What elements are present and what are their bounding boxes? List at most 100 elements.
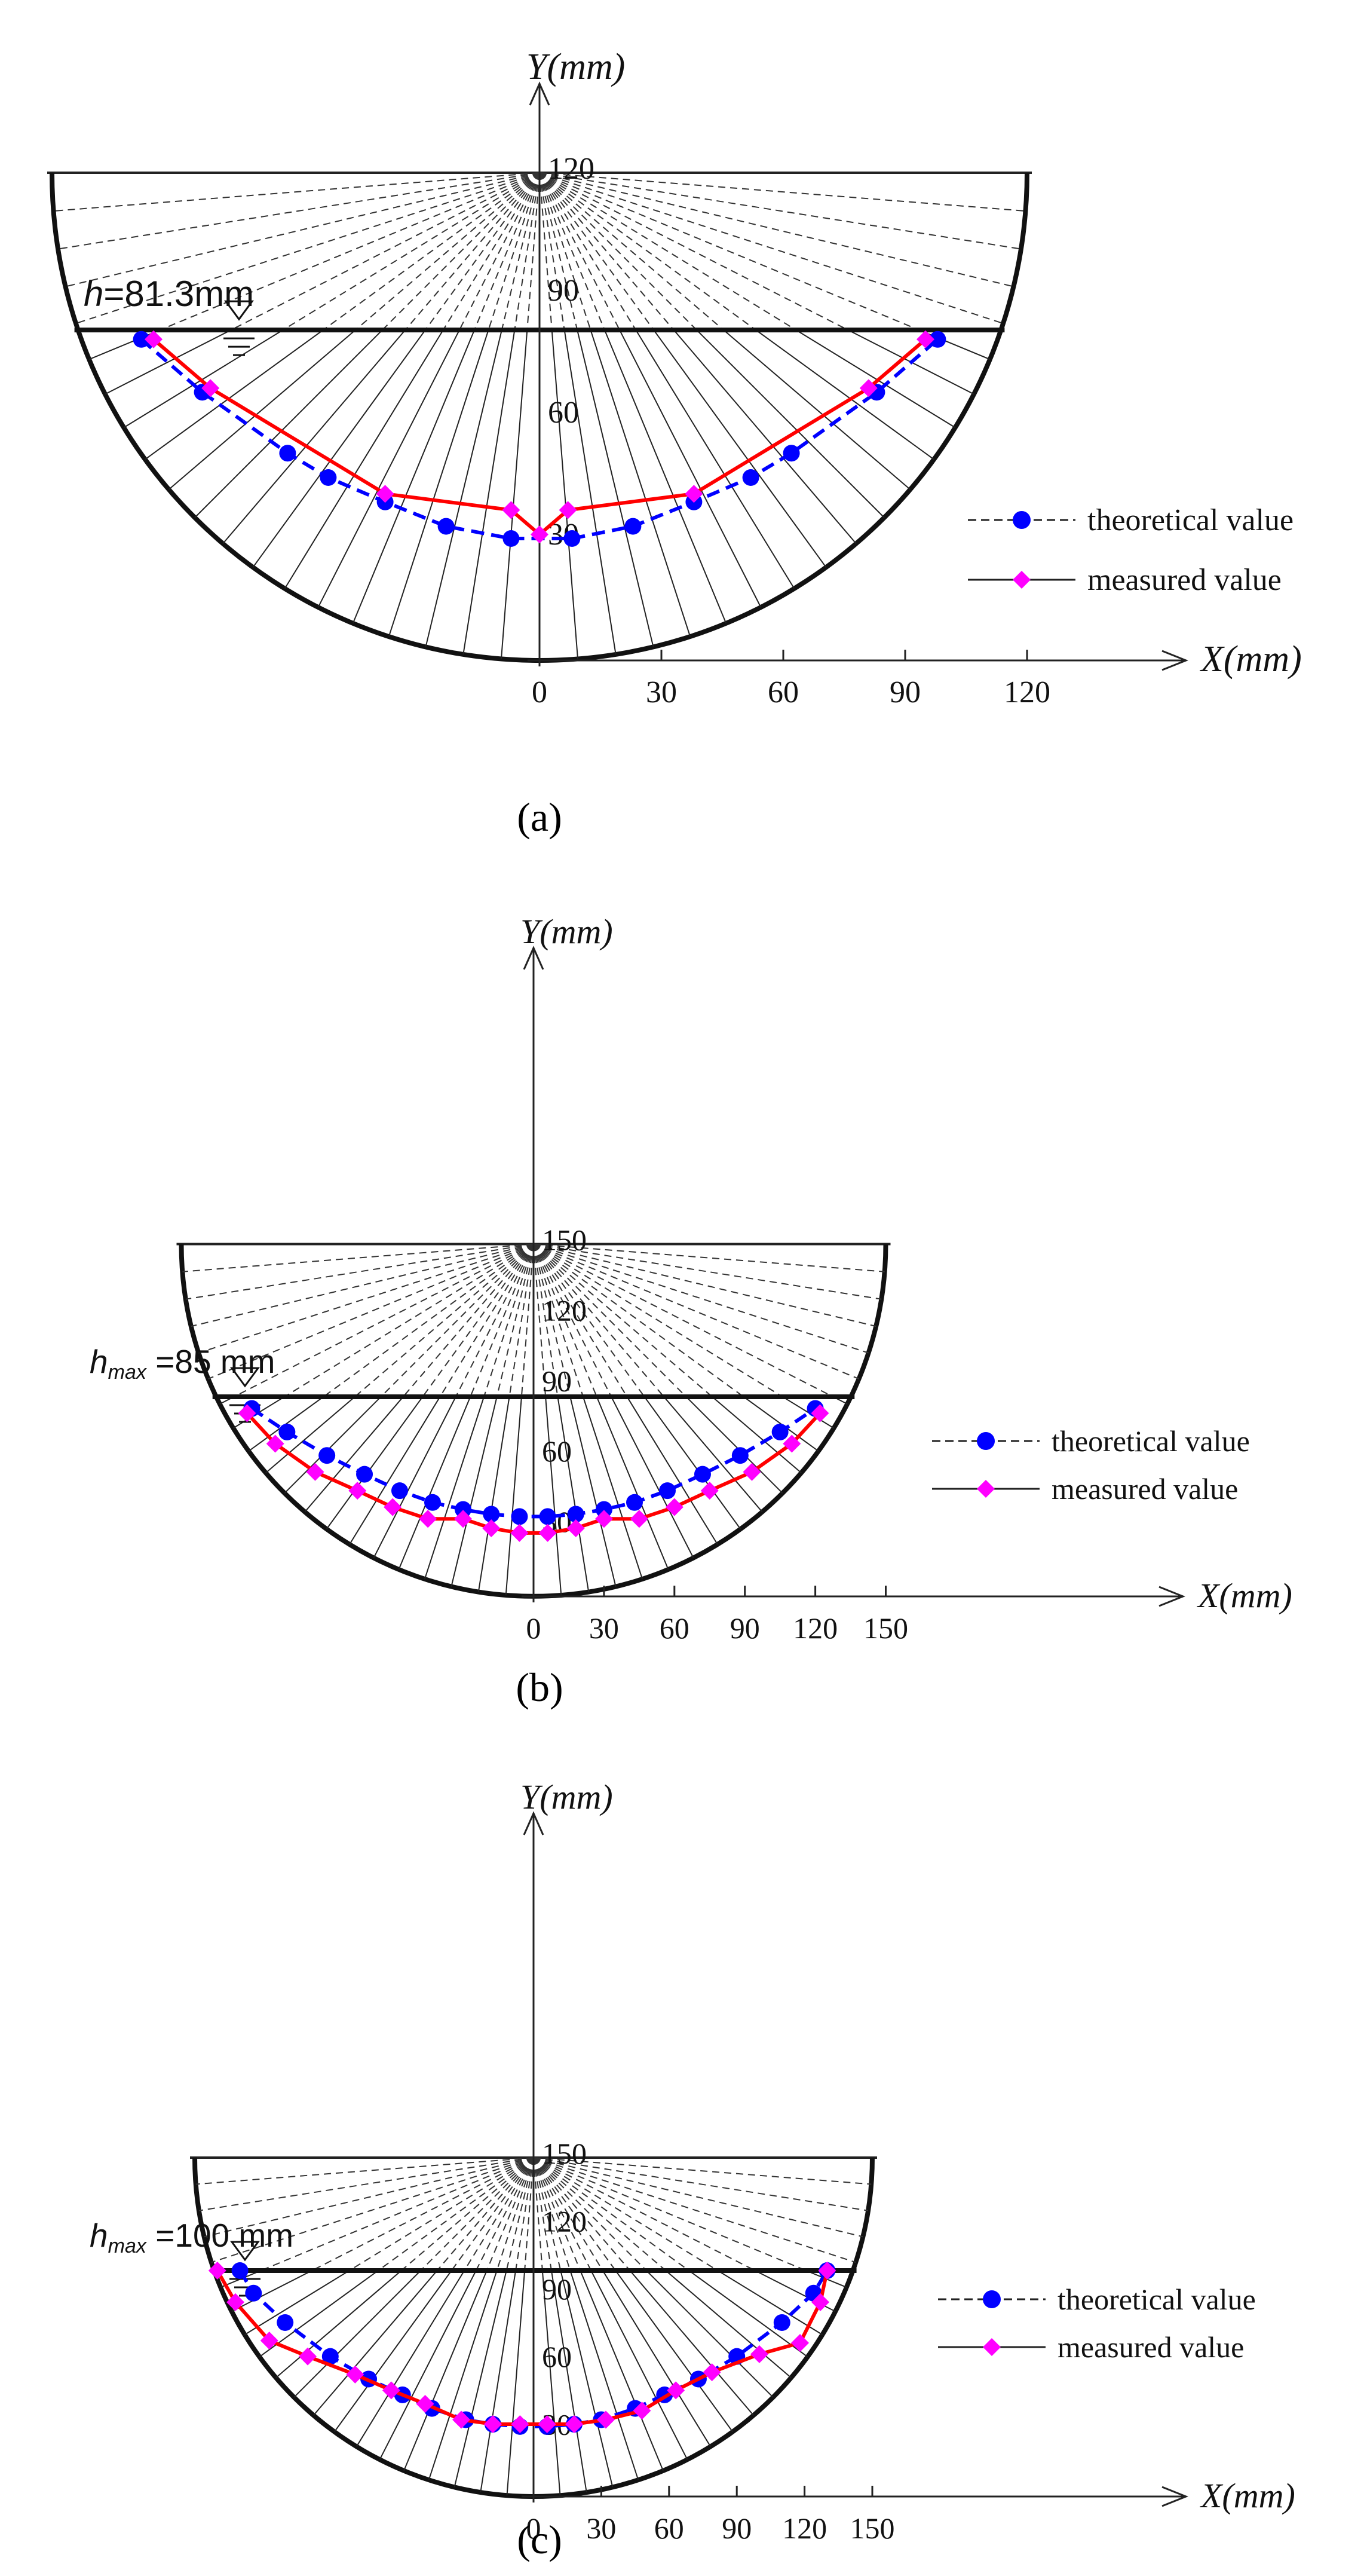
legend-label: theoretical value: [1058, 2283, 1256, 2316]
radial-line-dashed: [533, 2157, 756, 2271]
radial-line-dashed: [533, 2157, 631, 2271]
radial-line-dashed: [204, 2157, 534, 2238]
radial-line-dashed: [455, 1244, 534, 1397]
radial-line-dashed: [539, 172, 578, 331]
legend-marker-measured: [1013, 571, 1031, 589]
data-point-theoretical: [773, 2314, 790, 2331]
y-tick-label: 150: [542, 1223, 587, 1257]
radial-line-solid: [569, 1396, 617, 1587]
radial-line-dashed: [514, 172, 540, 331]
water-label-sub: max: [108, 1361, 148, 1384]
radial-line-dashed: [420, 2157, 534, 2271]
data-point-theoretical: [567, 1506, 584, 1523]
radial-line-dashed: [378, 2157, 534, 2271]
x-axis-arrow: [1161, 650, 1189, 671]
data-point-measured: [299, 2347, 317, 2366]
radial-line-solid: [577, 329, 654, 647]
radial-line-solid: [580, 2270, 664, 2471]
data-point-theoretical: [783, 445, 800, 462]
y-axis-arrow: [523, 946, 544, 970]
radial-lines: [195, 2157, 872, 2497]
radial-line-dashed: [533, 1243, 713, 1397]
radial-line-solid: [619, 329, 762, 608]
radial-line-solid: [505, 1396, 522, 1596]
y-axis-label: Y(mm): [526, 47, 625, 87]
radial-line-dashed: [442, 172, 540, 331]
y-tick-label: 150: [542, 2137, 587, 2170]
radial-line-solid: [123, 329, 284, 429]
radial-line-solid: [545, 1396, 562, 1596]
data-point-theoretical: [318, 1447, 336, 1464]
data-point-theoretical: [321, 2348, 339, 2365]
water-label-h: h: [90, 1343, 108, 1380]
data-point-measured: [226, 2293, 245, 2311]
radial-line-dashed: [533, 2157, 718, 2271]
radial-line-solid: [602, 2270, 712, 2447]
radial-line-dashed: [470, 1244, 534, 1397]
y-tick-label: 120: [542, 2204, 587, 2238]
y-tick-label: 60: [542, 2340, 572, 2373]
legend-marker-theoretical: [983, 2290, 1001, 2308]
data-point-measured: [416, 2395, 434, 2413]
y-tick-label: 120: [548, 152, 594, 186]
data-point-measured: [531, 525, 548, 544]
legend-marker-theoretical: [1013, 511, 1031, 529]
radial-line-dashed: [195, 2157, 534, 2185]
radial-line-dashed: [533, 1243, 783, 1397]
radial-line-solid: [643, 1396, 741, 1530]
radial-line-dashed: [533, 1243, 645, 1397]
radial-line-dashed: [191, 1243, 534, 1327]
data-point-theoretical: [595, 1501, 612, 1518]
radial-line-dashed: [459, 172, 540, 331]
radial-line-solid: [696, 329, 885, 518]
radial-line-solid: [506, 2270, 526, 2496]
data-point-measured: [783, 1434, 801, 1453]
data-point-measured: [566, 1519, 585, 1538]
radial-line-solid: [712, 1396, 802, 1474]
water-label-value: =100 mm: [146, 2217, 293, 2254]
radial-line-dashed: [533, 1244, 559, 1397]
radial-line-dashed: [539, 172, 655, 331]
radial-line-solid: [373, 1396, 456, 1559]
radial-line-dashed: [464, 2157, 534, 2271]
radial-line-solid: [590, 2270, 688, 2460]
radial-line-solid: [388, 329, 489, 637]
data-point-theoretical: [563, 530, 581, 547]
radial-line-dashed: [475, 2157, 534, 2271]
water-triangle: [224, 300, 254, 321]
radial-line-solid: [145, 329, 324, 460]
y-tick-label: 60: [548, 396, 579, 430]
x-tick-label: 90: [722, 2511, 752, 2545]
radial-line-solid: [629, 2270, 754, 2416]
radial-lines: [53, 172, 1026, 660]
radial-line-dashed: [488, 172, 540, 331]
data-point-measured: [538, 1523, 557, 1542]
radial-line-dashed: [533, 1243, 876, 1327]
radial-line-solid: [326, 1396, 424, 1530]
data-point-measured: [667, 2381, 685, 2400]
x-tick-label: 0: [526, 2511, 541, 2545]
radial-line-dashed: [349, 2157, 534, 2271]
radial-line-dashed: [401, 2157, 534, 2271]
radial-line-solid: [105, 329, 231, 395]
radial-line-dashed: [403, 1243, 534, 1397]
radial-line-solid: [653, 329, 827, 568]
radial-line-dashed: [515, 2157, 534, 2271]
x-axis-label: X(mm): [1199, 639, 1302, 680]
radial-line-solid: [723, 329, 911, 490]
data-point-measured: [743, 1463, 761, 1481]
data-point-measured: [502, 501, 520, 519]
radial-line-dashed: [323, 172, 540, 331]
legend-label: measured value: [1087, 563, 1282, 597]
radial-line-solid: [194, 329, 383, 518]
radial-line-dashed: [533, 2157, 807, 2271]
x-tick-label: 0: [526, 1611, 541, 1645]
radial-line-dashed: [486, 2157, 534, 2271]
radial-line-dashed: [355, 172, 540, 331]
radial-line-dashed: [533, 1243, 882, 1300]
